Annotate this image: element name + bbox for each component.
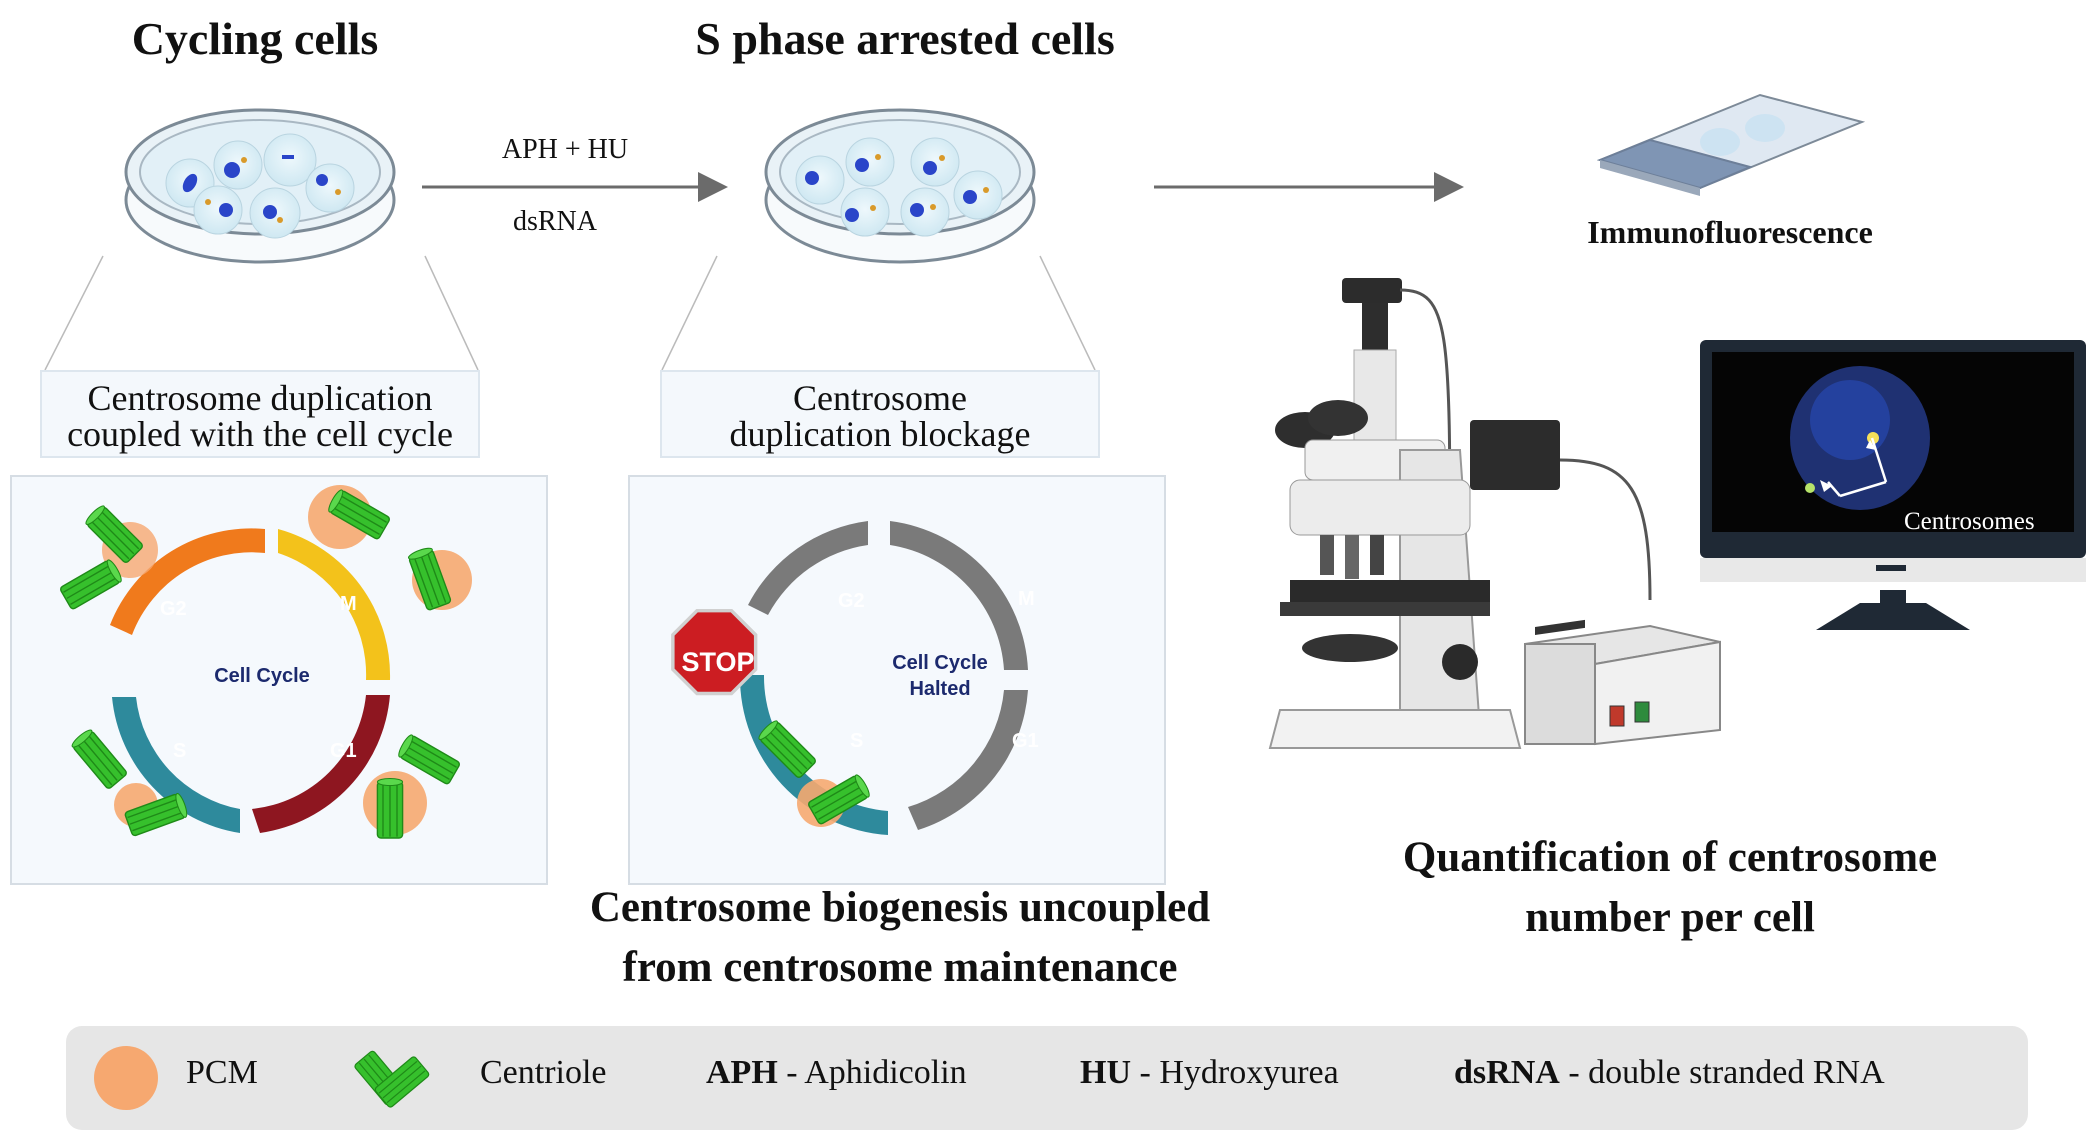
cell-cycle-diagram: G2 M G1 S Cell Cycle xyxy=(58,485,472,839)
cell-cycle-center-label: Cell Cycle xyxy=(214,665,310,687)
caption-mid-line2: duplication blockage xyxy=(729,414,1031,454)
arrow-label-aph-hu: APH + HU xyxy=(501,134,629,165)
stop-sign-icon: STOP xyxy=(671,608,758,696)
microscope-setup xyxy=(1268,278,2086,749)
legend-hu-abbr: HU xyxy=(1080,1054,1131,1091)
legend-dsrna-abbr: dsRNA xyxy=(1454,1054,1560,1091)
cycling-cells-title: Cycling cells xyxy=(131,13,379,64)
arrested-cells-title: S phase arrested cells xyxy=(695,13,1115,64)
caption-duplication-coupled: Centrosome duplication coupled with the … xyxy=(40,370,480,458)
caption-left-line1: Centrosome duplication xyxy=(87,378,433,418)
quantification-line1: Quantification of centrosome xyxy=(1402,834,1938,881)
camera-icon xyxy=(1342,278,1402,303)
legend-hu-def: - Hydroxyurea xyxy=(1131,1054,1339,1091)
legend-dsrna: dsRNA - double stranded RNA xyxy=(1454,1054,1885,1092)
phase-label-g1: G1 xyxy=(330,740,357,762)
halted-cycle-diagram: G2 M G1 S Cell Cycle Halted STOP xyxy=(671,521,1039,835)
legend-hu: HU - Hydroxyurea xyxy=(1080,1054,1339,1092)
phase-m-arc xyxy=(278,529,391,680)
legend-icons xyxy=(94,1046,430,1110)
halted-center-line1: Cell Cycle xyxy=(892,652,988,674)
halted-m-arc xyxy=(890,521,1028,670)
legend-pcm: PCM xyxy=(186,1054,258,1091)
legend-dsrna-def: - double stranded RNA xyxy=(1559,1054,1885,1091)
legend-aph-def: - Aphidicolin xyxy=(777,1054,967,1091)
halted-label-g1: G1 xyxy=(1012,730,1039,752)
stage-icon xyxy=(1290,580,1490,602)
biogenesis-uncoupled-line1: Centrosome biogenesis uncoupled xyxy=(589,884,1211,931)
stop-sign-label: STOP xyxy=(681,647,754,677)
petri-dish-arrested xyxy=(764,108,1036,264)
arrow-label-dsrna: dsRNA xyxy=(512,206,597,237)
phase-s-arc xyxy=(112,697,240,833)
phase-label-m: M xyxy=(340,593,357,615)
legend-aph-abbr: APH xyxy=(706,1054,778,1091)
caption-left-line2: coupled with the cell cycle xyxy=(67,414,453,454)
phase-g1-arc xyxy=(252,695,390,833)
caption-mid-line1: Centrosome xyxy=(793,378,967,418)
halted-label-g2: G2 xyxy=(838,590,865,612)
legend-centriole: Centriole xyxy=(480,1054,607,1091)
immunofluorescence-label: Immunofluorescence xyxy=(1587,214,1873,250)
legend-aph: APH - Aphidicolin xyxy=(706,1054,967,1092)
halted-label-m: M xyxy=(1018,588,1035,610)
halted-center-line2: Halted xyxy=(909,678,970,700)
phase-label-g2: G2 xyxy=(160,598,187,620)
caption-duplication-blockage: Centrosome duplication blockage xyxy=(660,370,1100,458)
petri-dish-cycling xyxy=(124,108,396,264)
biogenesis-uncoupled-line2: from centrosome maintenance xyxy=(622,944,1178,991)
halted-g1-arc xyxy=(908,690,1028,830)
phase-label-s: S xyxy=(173,740,186,762)
top-row-graphics xyxy=(44,93,1866,371)
monitor-icon xyxy=(1700,340,2086,630)
phase-g2-arc xyxy=(110,528,265,635)
halted-g2-arc xyxy=(748,521,868,615)
centriole-icon xyxy=(354,1050,430,1108)
quantification-line2: number per cell xyxy=(1525,894,1815,941)
pcm-icon xyxy=(94,1046,158,1110)
centrosomes-label: Centrosomes xyxy=(1904,508,2035,535)
halted-label-s: S xyxy=(850,730,863,752)
microscope-slide-icon xyxy=(1596,93,1866,196)
